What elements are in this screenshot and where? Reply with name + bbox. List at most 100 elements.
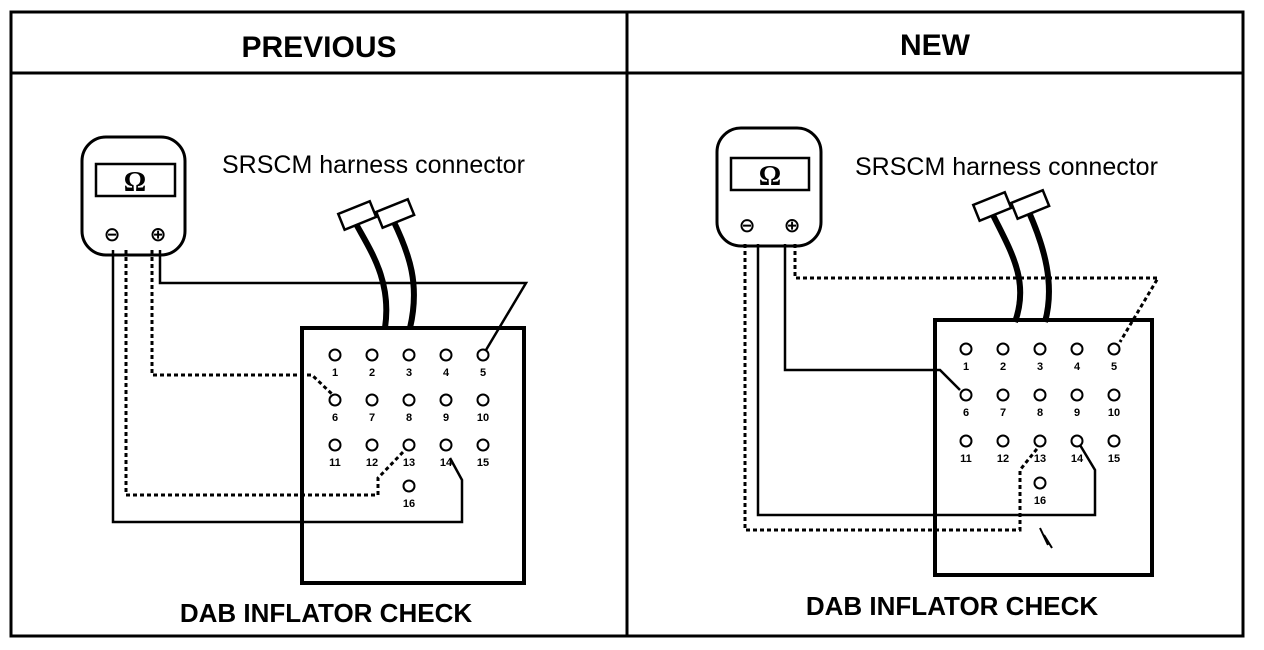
pin-15 (1107, 434, 1121, 448)
pin-11 (328, 438, 342, 452)
pin-label: 14 (440, 457, 453, 469)
pin-12 (365, 438, 379, 452)
pin-label: 13 (403, 457, 415, 469)
harness-plug (971, 188, 1051, 223)
pin-3 (1033, 342, 1047, 356)
wire-dashed-positive-pin6 (150, 250, 336, 398)
pin-label: 16 (1034, 495, 1046, 507)
connector-label: SRSCM harness connector (855, 153, 1158, 181)
pin-4 (439, 348, 453, 362)
pin-label: 8 (406, 412, 412, 424)
pin-6 (328, 393, 342, 407)
pin-label: 3 (406, 367, 412, 379)
pin-3 (402, 348, 416, 362)
pin-8 (1033, 388, 1047, 402)
pin-15 (476, 438, 490, 452)
pin-6 (959, 388, 973, 402)
pin-7 (996, 388, 1010, 402)
pin-label: 2 (1000, 361, 1006, 373)
pin-12 (996, 434, 1010, 448)
pin-label: 9 (443, 412, 449, 424)
wire-dashed-negative-pin13 (743, 244, 1042, 532)
negative-terminal-icon: ⊖ (739, 213, 756, 237)
pin-13 (1033, 434, 1047, 448)
pin-label: 15 (1108, 453, 1120, 465)
pin-label: 6 (963, 407, 969, 419)
positive-terminal-icon: ⊕ (150, 222, 167, 246)
wire-solid-positive-pin5 (158, 250, 529, 351)
pin-14 (439, 438, 453, 452)
ohmmeter-display (94, 162, 177, 198)
pin-1 (328, 348, 342, 362)
wire-break-mark (1039, 527, 1053, 549)
pin-2 (996, 342, 1010, 356)
pin-label: 5 (480, 367, 486, 379)
pin-label: 6 (332, 412, 338, 424)
pin-label: 1 (332, 367, 338, 379)
wire-dashed-positive-pin5 (793, 244, 1161, 343)
pin-4 (1070, 342, 1084, 356)
panel-footer: DAB INFLATOR CHECK (180, 598, 472, 628)
pin-label: 9 (1074, 407, 1080, 419)
connector-label: SRSCM harness connector (222, 151, 525, 179)
pin-label: 7 (369, 412, 375, 424)
panel-new: NEW SRSCM harness connector DAB INFLATOR… (715, 29, 1161, 621)
pin-5 (1107, 342, 1121, 356)
pin-label: 14 (1071, 453, 1084, 465)
harness-cable (989, 208, 1052, 324)
pin-label: 11 (329, 457, 341, 469)
pin-7 (365, 393, 379, 407)
pin-1 (959, 342, 973, 356)
pin-10 (1107, 388, 1121, 402)
pin-2 (365, 348, 379, 362)
ohmmeter: Ω ⊖ ⊕ (715, 126, 823, 248)
pin-14 (1070, 434, 1084, 448)
wire-solid-negative-pin14 (111, 250, 464, 524)
panel-header: NEW (900, 29, 971, 62)
pin-label: 5 (1111, 361, 1117, 373)
pin-9 (1070, 388, 1084, 402)
ohmmeter-display (729, 156, 811, 192)
omega-icon: Ω (759, 161, 781, 192)
pin-label: 4 (1074, 361, 1081, 373)
harness-cable (352, 218, 417, 329)
harness-plug (336, 197, 416, 232)
pin-label: 10 (1108, 407, 1120, 419)
wire-dashed-negative-pin13 (124, 250, 407, 497)
pin-label: 7 (1000, 407, 1006, 419)
pin-9 (439, 393, 453, 407)
pin-16 (402, 479, 416, 493)
pin-16 (1033, 476, 1047, 490)
wire-solid-negative-pin14 (756, 244, 1097, 517)
pin-8 (402, 393, 416, 407)
ohmmeter: Ω ⊖ ⊕ (80, 135, 187, 257)
pin-label: 13 (1034, 453, 1046, 465)
pin-label: 2 (369, 367, 375, 379)
pin-label: 1 (963, 361, 969, 373)
pin-13 (402, 438, 416, 452)
pin-label: 10 (477, 412, 489, 424)
panel-header: PREVIOUS (241, 31, 396, 64)
pin-label: 16 (403, 498, 415, 510)
pin-11 (959, 434, 973, 448)
negative-terminal-icon: ⊖ (104, 222, 121, 246)
pin-label: 12 (366, 457, 378, 469)
pin-label: 12 (997, 453, 1009, 465)
pin-label: 15 (477, 457, 489, 469)
pin-10 (476, 393, 490, 407)
pin-label: 11 (960, 453, 972, 465)
pin-5 (476, 348, 490, 362)
connector-housing (933, 318, 1154, 577)
wire-solid-positive-pin6 (783, 244, 961, 391)
panel-previous: PREVIOUS SRSCM harness connector DAB INF… (80, 31, 529, 628)
omega-icon: Ω (124, 167, 146, 198)
connector-housing (300, 326, 526, 585)
panel-footer: DAB INFLATOR CHECK (806, 591, 1098, 621)
pin-label: 3 (1037, 361, 1043, 373)
pin-label: 8 (1037, 407, 1043, 419)
positive-terminal-icon: ⊕ (784, 213, 801, 237)
pin-label: 4 (443, 367, 450, 379)
